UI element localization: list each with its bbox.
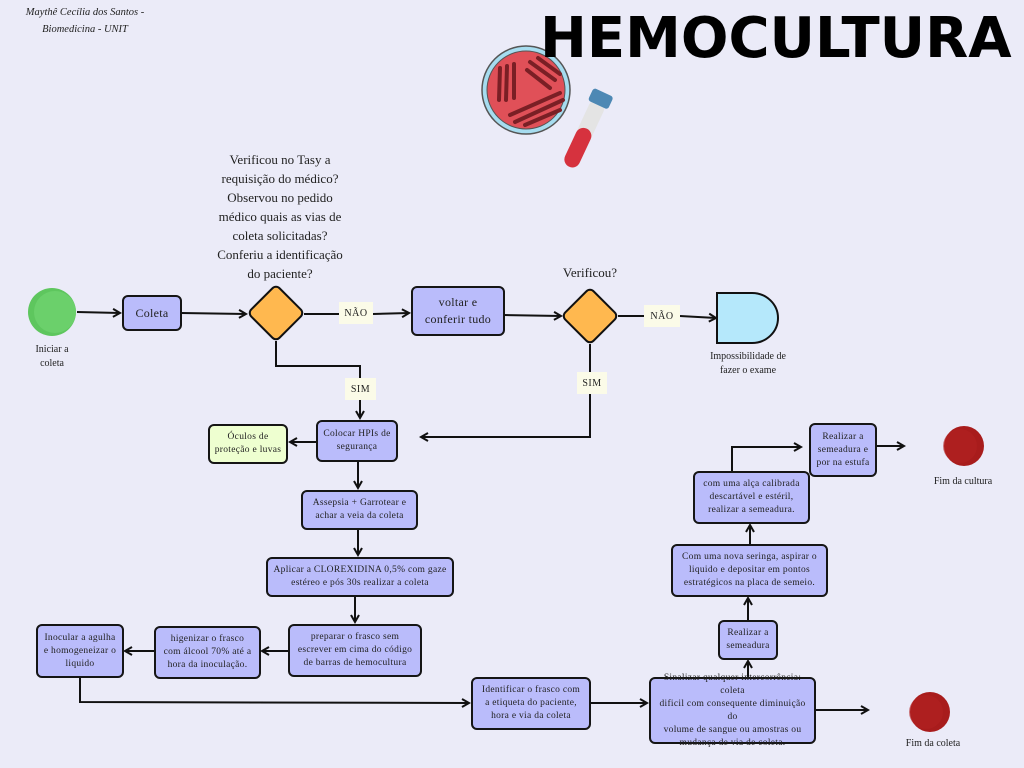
arrow-decision2-nao [618, 316, 716, 318]
decision-question: Verificou no Tasy a requisição do médico… [217, 152, 343, 281]
decision-diamond-1 [248, 285, 304, 341]
petri-dish-icon [481, 45, 571, 135]
arrow-coleta-to-decision [180, 313, 246, 314]
arrow-decision-nao [304, 313, 409, 314]
edge-label-sim-1: SIM [345, 378, 376, 400]
terminal-impossibilidade [716, 292, 779, 344]
edge-label-nao-2: NÃO [644, 305, 680, 327]
node-voltar: voltar e conferir tudo [411, 286, 505, 336]
page-title: HEMOCULTURA [540, 6, 1012, 71]
arrow-voltar-to-decision2 [503, 315, 561, 316]
node-estufa: Realizar a semeadura e por na estufa [809, 423, 877, 477]
start-label: Iniciar a coleta [35, 344, 69, 369]
node-higienizar: higenizar o frasco com álcool 70% até a … [154, 626, 261, 679]
blood-test-tube-icon [564, 88, 613, 168]
edge-label-nao-1: NÃO [339, 302, 373, 324]
node-aplicar: Aplicar a CLOREXIDINA 0,5% com gaze esté… [266, 557, 454, 597]
node-identificar: Identificar o frasco com a etiqueta do p… [471, 677, 591, 730]
node-sinalizar: Sinalizar qualquer intercorrência: colet… [649, 673, 816, 748]
end-label-cultura: Fim da cultura [933, 476, 993, 487]
node-oculos: Óculos de proteção e luvas [208, 424, 288, 464]
node-preparar: preparar o frasco sem escrever em cima d… [288, 624, 422, 677]
node-semeadura: Realizar a semeadura [718, 620, 778, 660]
node-assepsia: Assepsia + Garrotear e achar a veia da c… [301, 490, 418, 530]
node-alca: com uma alça calibrada descartável e est… [693, 471, 810, 524]
node-seringa: Com uma nova seringa, aspirar o liquido … [671, 544, 828, 597]
arrow-alca-to-estufa [731, 447, 801, 471]
node-hpis: Colocar HPIs de segurança [316, 420, 398, 462]
arrow-decision-sim [275, 341, 360, 418]
author-credit: Maythê Cecília dos Santos - Biomedicina … [25, 7, 145, 35]
edge-label-sim-2: SIM [577, 372, 607, 394]
decision-diamond-2 [562, 288, 618, 344]
arrow-start-to-coleta [76, 312, 120, 313]
arrow-decision2-sim [421, 344, 591, 437]
decision-verificou: Verificou? [562, 265, 618, 280]
end-label-coleta: Fim da coleta [905, 738, 961, 749]
node-coleta: Coleta [122, 295, 182, 331]
terminal-label-impossibilidade: Impossibilidade de fazer o exame [710, 351, 786, 376]
arrow-inocular-to-identificar [79, 677, 469, 703]
node-inocular: Inocular a agulha e homogeneizar o liqui… [36, 624, 124, 678]
